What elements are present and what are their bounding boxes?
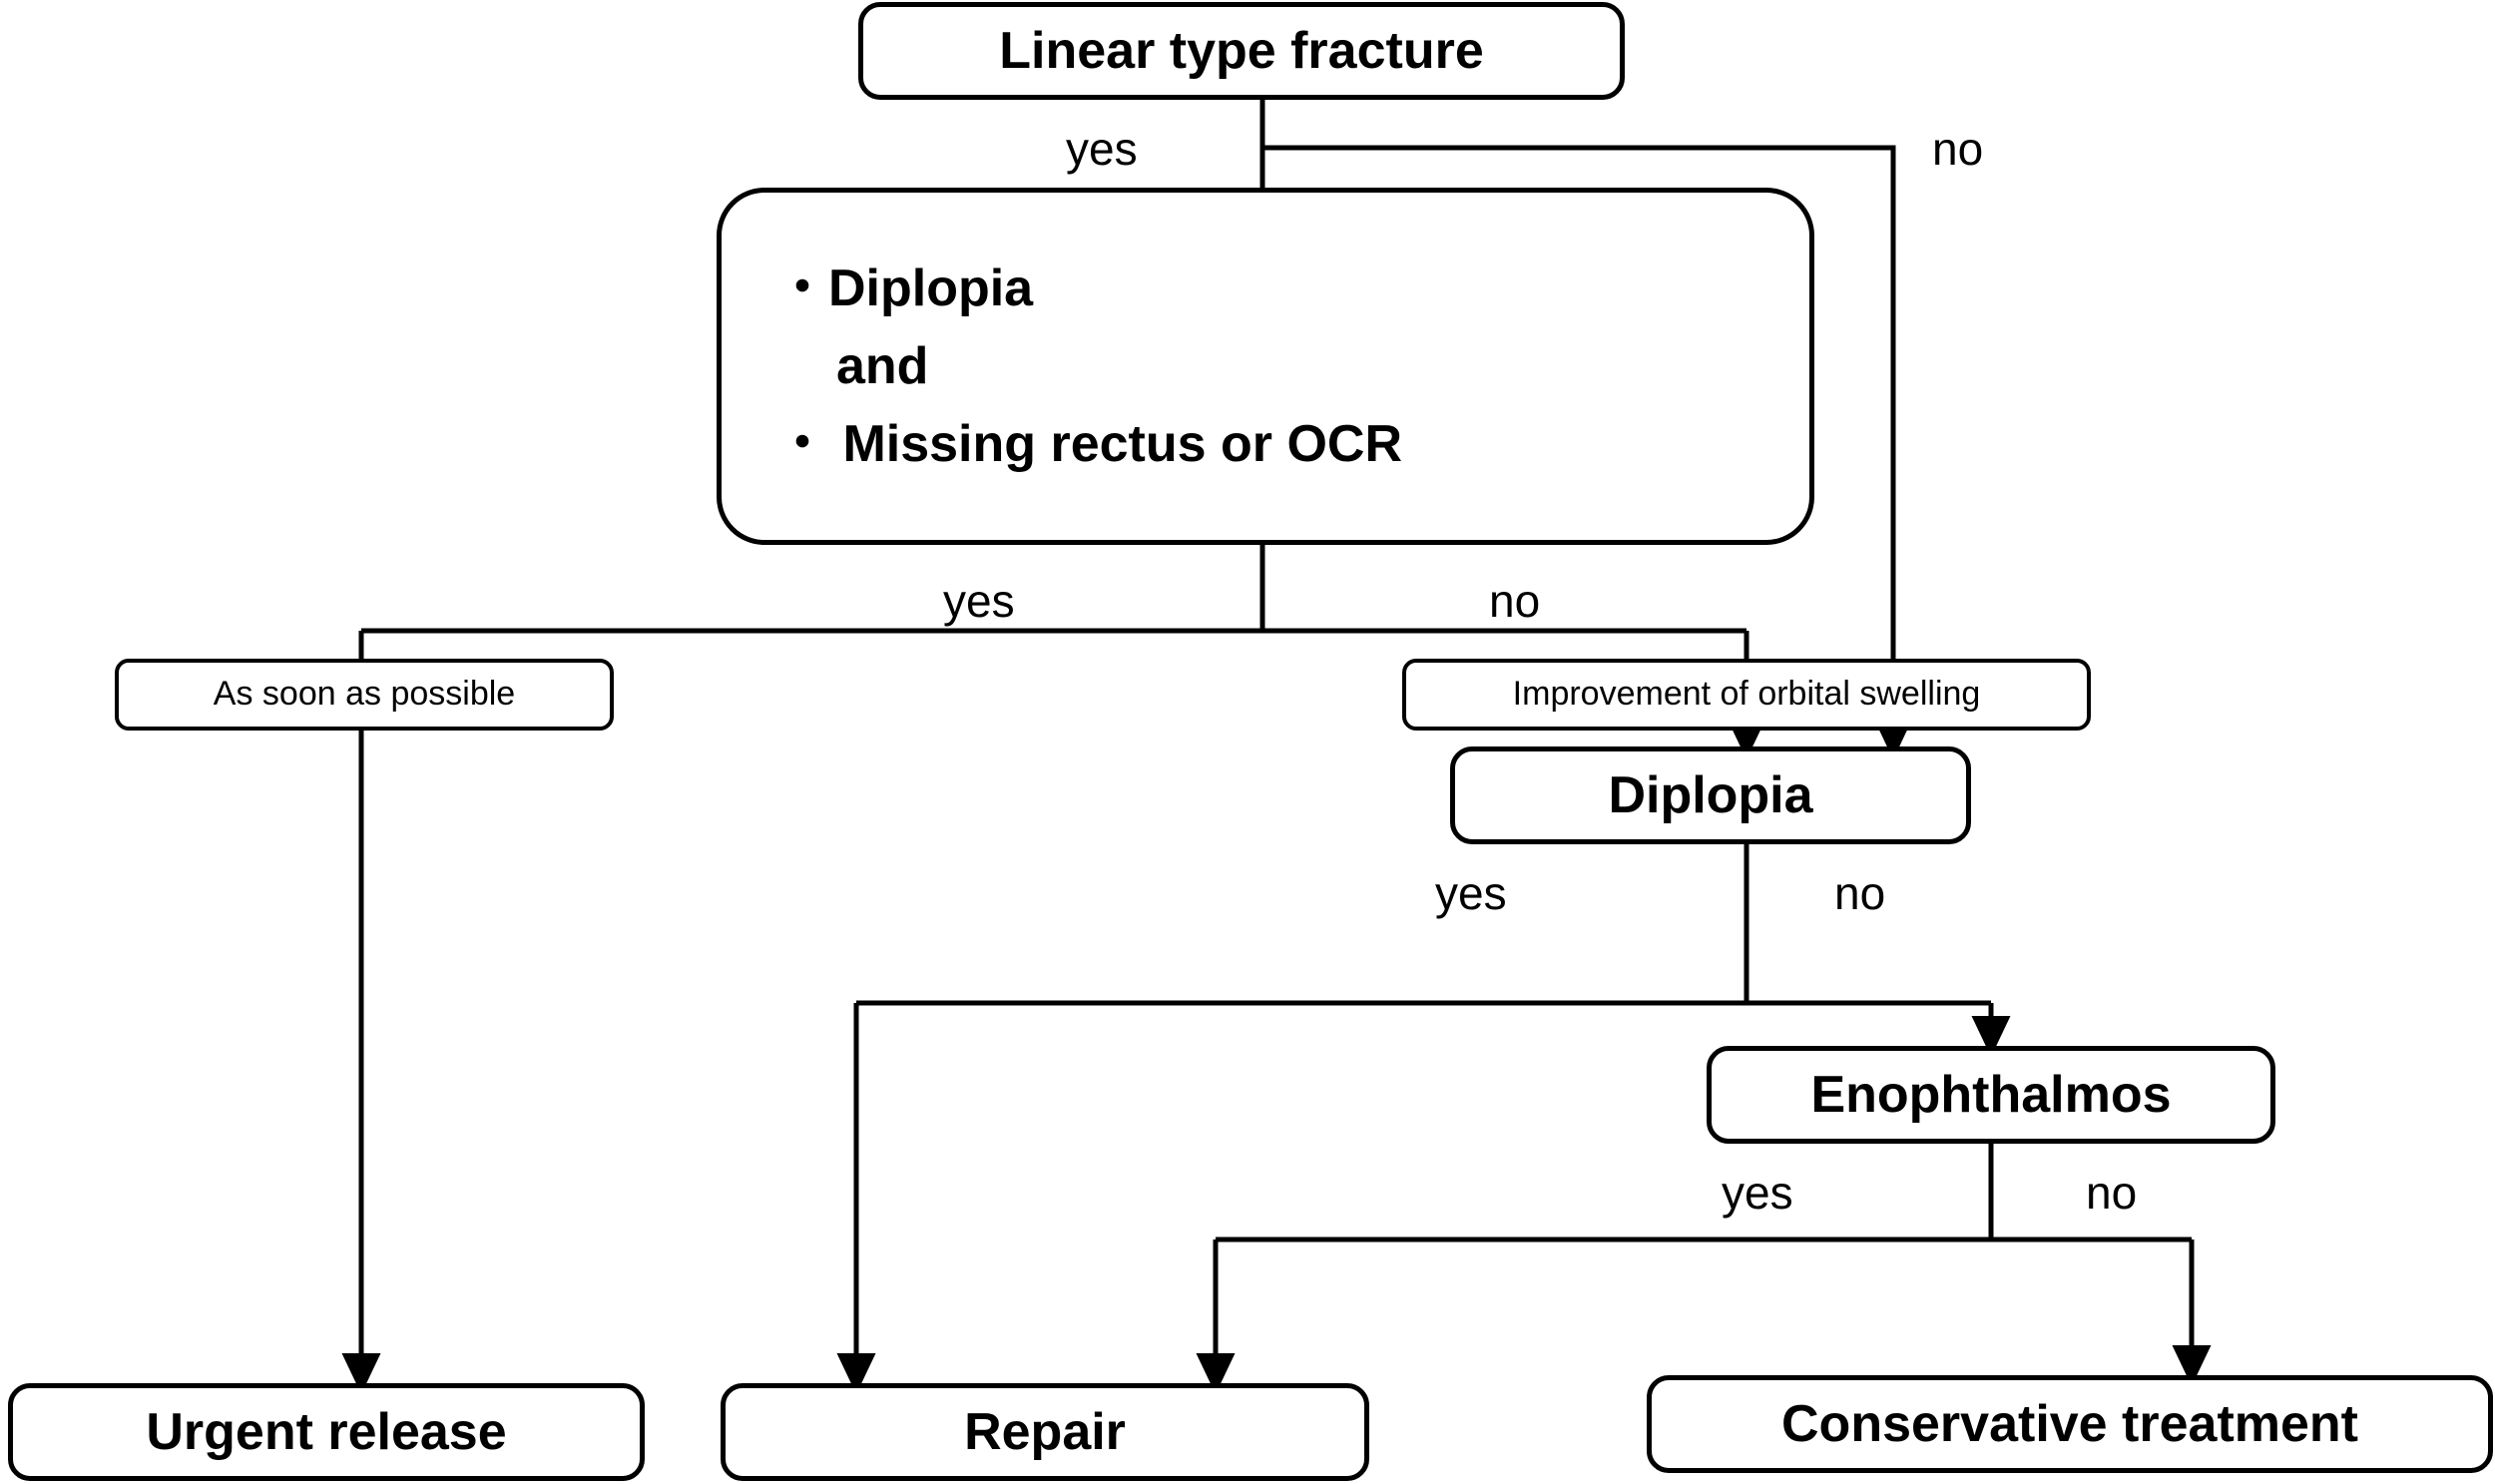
- node-linear-type-fracture[interactable]: Linear type fracture: [858, 2, 1625, 100]
- node-enophthalmos[interactable]: Enophthalmos: [1707, 1046, 2275, 1144]
- node-enophthalmos-label: Enophthalmos: [1810, 1065, 2172, 1124]
- node-conservative-treatment[interactable]: Conservative treatment: [1647, 1375, 2493, 1473]
- node-improvement-of-orbital-swelling[interactable]: Improvement of orbital swelling: [1402, 659, 2091, 731]
- node-criteria[interactable]: ・Diplopia and ・ Missing rectus or OCR: [717, 188, 1814, 545]
- node-criteria-lines: ・Diplopia and ・ Missing rectus or OCR: [722, 262, 1809, 470]
- node-conservative-treatment-label: Conservative treatment: [1781, 1394, 2358, 1453]
- node-urgent-release[interactable]: Urgent release: [8, 1383, 645, 1481]
- node-urgent-release-label: Urgent release: [146, 1402, 507, 1461]
- edge-label-diplopia-yes: yes: [1435, 867, 1507, 919]
- node-as-soon-as-possible-label: As soon as possible: [213, 675, 516, 714]
- node-as-soon-as-possible[interactable]: As soon as possible: [115, 659, 614, 731]
- edge-label-criteria-no: no: [1489, 575, 1541, 627]
- node-linear-type-fracture-label: Linear type fracture: [999, 21, 1484, 80]
- node-repair-label: Repair: [964, 1402, 1126, 1461]
- edge-label-diplopia-no: no: [1834, 867, 1886, 919]
- edge-label-enophthalmos-no: no: [2086, 1167, 2138, 1219]
- criteria-line-missing-rectus: ・ Missing rectus or OCR: [776, 415, 1402, 473]
- edge-label-enophthalmos-yes: yes: [1722, 1167, 1793, 1219]
- criteria-line-diplopia: ・Diplopia: [776, 259, 1034, 317]
- edge-label-criteria-yes: yes: [943, 575, 1015, 627]
- node-improvement-of-orbital-swelling-label: Improvement of orbital swelling: [1512, 675, 1981, 714]
- criteria-line-and: and: [836, 337, 929, 395]
- edge-label-fracture-no: no: [1932, 123, 1984, 175]
- node-diplopia[interactable]: Diplopia: [1450, 746, 1971, 844]
- edge-label-fracture-yes: yes: [1066, 123, 1138, 175]
- node-diplopia-label: Diplopia: [1608, 765, 1813, 824]
- node-repair[interactable]: Repair: [721, 1383, 1369, 1481]
